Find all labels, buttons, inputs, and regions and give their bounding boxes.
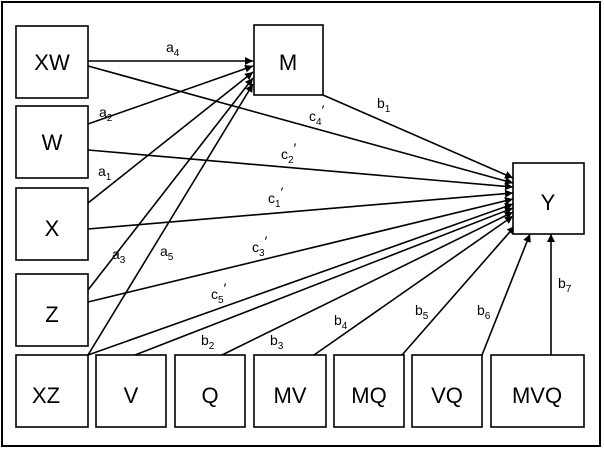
edge-q-to-y [221, 211, 514, 356]
label-b4: b4 [334, 312, 348, 332]
edge-xw-to-y [87, 65, 514, 185]
node-w: W [15, 105, 89, 179]
edge-z-to-m [87, 77, 254, 291]
edge-z-to-y [87, 196, 514, 303]
node-xz: XZ [15, 354, 89, 428]
node-mvq: MVQ [490, 354, 585, 428]
label-a2: a2 [99, 104, 113, 124]
node-v: V [95, 354, 167, 428]
label-c5: c5′ [211, 280, 227, 306]
edge-m-to-y [322, 94, 514, 179]
label-c3: c3′ [252, 233, 268, 259]
node-x: X [15, 187, 89, 261]
edge-x-to-m [87, 71, 254, 204]
svg-text:Y: Y [541, 190, 556, 215]
label-c4: c4′ [309, 102, 325, 128]
svg-text:MVQ: MVQ [512, 383, 562, 408]
edge-mq-to-y [401, 225, 516, 356]
label-a1: a1 [98, 163, 112, 183]
svg-text:X: X [45, 216, 60, 241]
label-a5: a5 [160, 243, 174, 263]
node-mv: MV [253, 354, 327, 428]
label-b5: b5 [415, 302, 429, 322]
svg-text:W: W [42, 130, 63, 155]
node-z: Z [15, 273, 89, 347]
svg-text:VQ: VQ [431, 383, 463, 408]
label-c1: c1′ [268, 184, 284, 210]
label-b1: b1 [377, 95, 391, 115]
edge-w-to-m [87, 64, 254, 125]
label-b7: b7 [558, 275, 572, 295]
node-xw: XW [15, 25, 89, 99]
label-a3: a3 [112, 246, 126, 266]
node-m: M [253, 24, 324, 96]
svg-text:MV: MV [274, 383, 307, 408]
svg-text:Z: Z [45, 302, 58, 327]
svg-text:Q: Q [201, 383, 218, 408]
edge-w-to-y [87, 149, 514, 191]
svg-text:XZ: XZ [32, 383, 60, 408]
edge-v-to-y [134, 207, 514, 356]
label-b6: b6 [477, 302, 491, 322]
edge-xz-to-m [87, 83, 254, 356]
edge-mv-to-y [313, 215, 514, 356]
svg-text:MQ: MQ [351, 383, 386, 408]
edge-x-to-y [87, 189, 514, 230]
edge-xz-to-y [87, 202, 514, 356]
node-vq: VQ [411, 354, 483, 428]
svg-text:M: M [279, 50, 297, 75]
label-b2: b2 [201, 332, 215, 352]
svg-text:V: V [124, 383, 139, 408]
node-y: Y [512, 162, 585, 235]
label-c2: c2′ [281, 140, 297, 166]
node-mq: MQ [333, 354, 405, 428]
label-a4: a4 [166, 39, 180, 59]
edge-vq-to-y [481, 233, 531, 356]
svg-text:XW: XW [34, 50, 70, 75]
node-q: Q [174, 354, 246, 428]
label-b3: b3 [270, 332, 284, 352]
